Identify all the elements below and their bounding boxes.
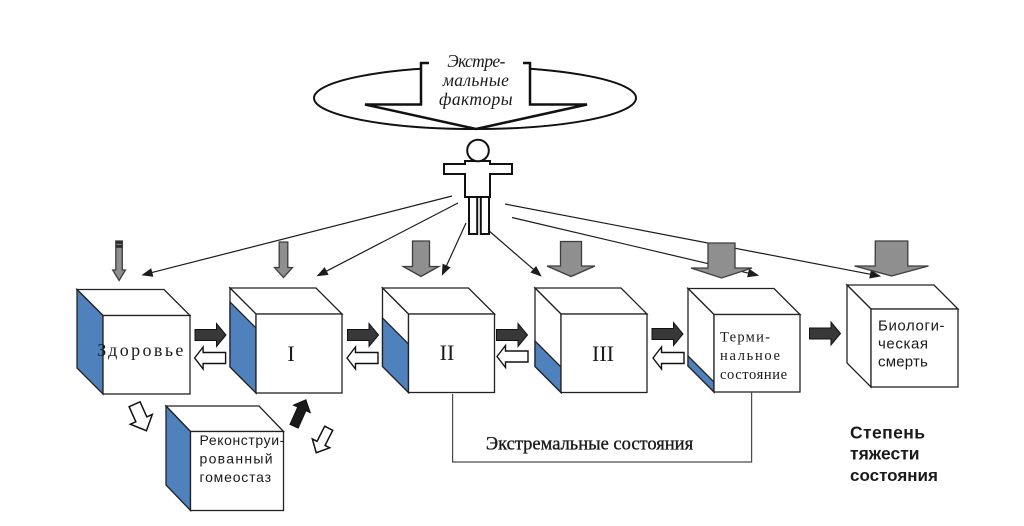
svg-text:гомеостаз: гомеостаз	[200, 469, 272, 485]
svg-text:Биологи-: Биологи-	[878, 318, 945, 335]
svg-text:Экстремальные состояния: Экстремальные состояния	[486, 435, 694, 455]
svg-text:Реконструи-: Реконструи-	[200, 432, 285, 448]
svg-text:состояние: состояние	[720, 367, 788, 383]
svg-text:ческая: ческая	[878, 336, 929, 353]
svg-text:смерть: смерть	[878, 354, 928, 371]
svg-text:II: II	[440, 340, 455, 365]
svg-text:рованный: рованный	[200, 451, 274, 467]
svg-text:III: III	[592, 341, 614, 366]
svg-text:факторы: факторы	[439, 89, 513, 109]
svg-text:I: I	[287, 341, 294, 366]
svg-text:Степень: Степень	[850, 423, 925, 443]
svg-text:нальное: нальное	[720, 348, 782, 364]
svg-text:тяжести: тяжести	[850, 444, 920, 464]
svg-text:Здоровье: Здоровье	[97, 340, 186, 360]
svg-text:Терми-: Терми-	[720, 330, 771, 346]
svg-text:мальные: мальные	[442, 70, 510, 90]
svg-text:Экстре-: Экстре-	[447, 51, 505, 71]
svg-text:состояния: состояния	[850, 466, 938, 485]
